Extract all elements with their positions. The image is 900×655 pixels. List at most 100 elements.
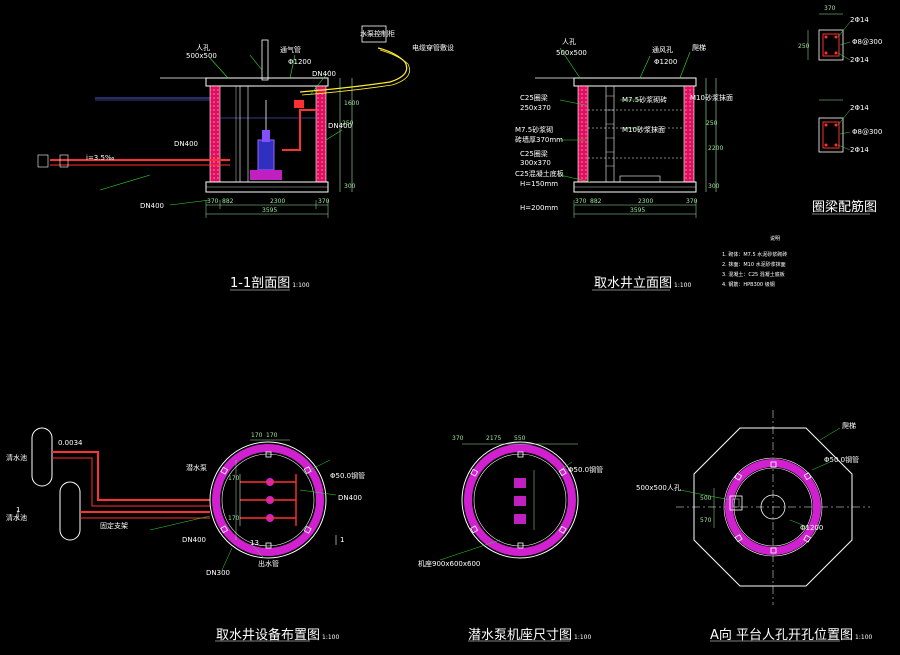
platform-steel: Φ50.0钢管 [824, 455, 859, 464]
elev-dim-370-left: 370 [575, 198, 587, 205]
rebar-dim-250: 250 [798, 43, 810, 50]
elev-beam-size-2: 300x370 [520, 159, 551, 167]
section-dim-1600: 1600 [344, 100, 359, 107]
title-platform-view-scale: 1:100 [855, 634, 873, 641]
notes-line-2: 2. 抹面：M10 水泥砂浆抹面 [722, 261, 786, 268]
elev-m75b: M7.5砂浆砌 [515, 125, 553, 134]
title-well-elevation-text: 取水井立面图 [594, 276, 673, 291]
section-dim-370-right: 370 [318, 198, 330, 205]
section-dim-2300: 2300 [270, 198, 285, 205]
rebar-bottom-bars: 2Φ14 [850, 56, 869, 64]
title-section-1-1-scale: 1:100 [292, 282, 310, 289]
elev-manhole: 人孔 [562, 38, 576, 46]
equipment-layout-drawing [17, 427, 337, 571]
pump-dim-370: 370 [452, 435, 464, 442]
title-equipment-layout-scale: 1:100 [322, 634, 340, 641]
pump-dim-2175: 2175 [486, 435, 501, 442]
layout-slope: 0.0034 [58, 439, 83, 447]
beam-rebar-drawing [807, 13, 851, 153]
elev-m10: M10砂浆抹面 [690, 93, 733, 102]
title-pump-base-scale: 1:100 [574, 634, 592, 641]
pump-base-note: 机座900x600x600 [418, 559, 480, 568]
title-beam-rebar-text: 圈梁配筋图 [812, 200, 878, 215]
layout-label-1b: 1 [340, 536, 344, 544]
platform-dim-500: 500 [700, 495, 712, 502]
section-dim-250: 250 [342, 120, 354, 127]
elev-diameter: Φ1200 [654, 58, 677, 66]
layout-pump: 潜水泵 [186, 463, 207, 472]
elev-dim-300: 300 [708, 183, 720, 190]
section-dim-882: 882 [222, 198, 234, 205]
layout-steel: Φ50.0钢管 [330, 471, 365, 480]
elev-manhole-size: 500x500 [556, 49, 587, 57]
well-elevation-drawing [535, 47, 717, 218]
elev-vent: 通风孔 [652, 45, 673, 54]
elev-beam-size-1: 250x370 [520, 104, 551, 112]
section-slope: i=3.5‰ [86, 154, 115, 162]
elev-dim-370-right: 370 [686, 198, 698, 205]
pump-steel: Φ50.0钢管 [568, 465, 603, 474]
rebar-dim-370: 370 [824, 5, 836, 12]
elev-c25-base: C25混凝土底板 [515, 169, 564, 178]
elev-ladder: 爬梯 [692, 43, 706, 52]
section-dn400-bottom: DN400 [140, 202, 164, 210]
elev-dim-3595: 3595 [630, 207, 645, 214]
rebar-top-bars: 2Φ14 [850, 16, 869, 24]
elev-c25-beam-2: C25圈梁 [520, 149, 548, 158]
elev-c25-beam: C25圈梁 [520, 93, 548, 102]
layout-dim-4: 170 [228, 515, 240, 522]
layout-dim-1: 170 [251, 432, 263, 439]
layout-tank-2: 清水池 [6, 513, 27, 522]
title-well-elevation-scale: 1:100 [674, 282, 692, 289]
elev-wall-thk: 砖墙厚370mm [515, 135, 563, 144]
notes-line-3: 3. 混凝土：C25 混凝土底板 [722, 271, 785, 278]
elev-h200: H=200mm [520, 204, 558, 212]
pump-dim-550: 550 [514, 435, 526, 442]
platform-dim-570: 570 [700, 517, 712, 524]
elev-dim-250: 250 [706, 120, 718, 127]
layout-outlet: 出水管 [258, 559, 279, 568]
section-manhole: 人孔 [196, 44, 210, 52]
section-dim-370-left: 370 [207, 198, 219, 205]
title-pump-base-text: 潜水泵机座尺寸图 [468, 628, 573, 643]
title-beam-rebar: 圈梁配筋图 [812, 196, 877, 215]
elev-m10b: M10砂浆抹面 [622, 125, 665, 134]
elev-dim-882: 882 [590, 198, 602, 205]
section-dn400-top: DN400 [312, 70, 336, 78]
section-manhole-size: 500x500 [186, 52, 217, 60]
title-equipment-layout-text: 取水井设备布置图 [216, 628, 321, 643]
notes-line-4: 4. 钢筋：HPB300 级钢 [722, 281, 775, 288]
title-platform-view-text: A向 平台人孔开孔位置图 [710, 628, 854, 643]
platform-manhole: 500x500人孔 [636, 484, 681, 492]
section-1-1-drawing [37, 25, 411, 218]
layout-fixed: 固定支架 [100, 521, 128, 530]
platform-view-drawing [676, 410, 870, 605]
section-control-box: 水泵控制柜 [360, 29, 395, 38]
notes-line-1: 1. 砌体：M7.5 水泥砂浆砌砖 [722, 251, 787, 258]
rebar-stirrup-2: Φ8@300 [852, 128, 882, 136]
elev-dim-2300: 2300 [638, 198, 653, 205]
platform-ladder: 爬梯 [842, 421, 856, 430]
layout-dn400-b: DN400 [182, 536, 206, 544]
section-dn400-mid: DN400 [328, 122, 352, 130]
layout-dn400: DN400 [338, 494, 362, 502]
pump-base-drawing [439, 441, 579, 561]
rebar-top-bars-2: 2Φ14 [850, 104, 869, 112]
section-vent-pipe: 通气管 [280, 45, 301, 54]
section-dn400-left: DN400 [174, 140, 198, 148]
rebar-stirrup-1: Φ8@300 [852, 38, 882, 46]
platform-diameter: Φ1200 [800, 524, 823, 532]
title-section-1-1-text: 1-1剖面图 [230, 276, 291, 291]
layout-dim-2: 170 [266, 432, 278, 439]
section-dim-3595: 3595 [262, 207, 277, 214]
layout-label-13: 13 [250, 539, 259, 547]
elev-h150: H=150mm [520, 180, 558, 188]
layout-dn300: DN300 [206, 569, 230, 577]
section-diameter: Φ1200 [288, 58, 311, 66]
section-dim-300: 300 [344, 183, 356, 190]
